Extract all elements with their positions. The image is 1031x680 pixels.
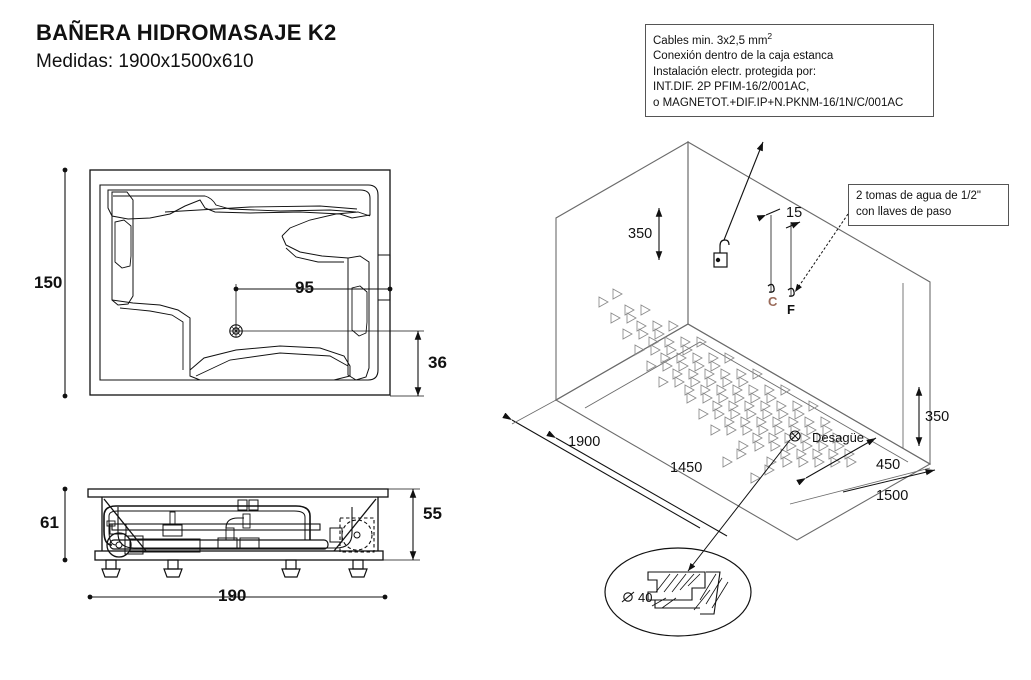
section-view-geometry — [87, 488, 389, 578]
water-supply-note: 2 tomas de agua de 1/2" con llaves de pa… — [848, 184, 1009, 226]
note-line: Instalación electr. protegida por: — [653, 65, 817, 78]
plan-drain-symbol — [229, 324, 243, 338]
page-subtitle: Medidas: 1900x1500x610 — [36, 51, 254, 73]
note-line: INT.DIF. 2P PFIM-16/2/001AC, — [653, 81, 810, 94]
iso-dim-350-right: 350 — [925, 409, 950, 425]
plan-dim-150: 150 — [34, 273, 63, 292]
detail-diameter-value: 40 — [638, 590, 653, 605]
iso-dim-1450: 1450 — [670, 460, 703, 476]
iso-label-tap-cold: F — [787, 302, 795, 317]
iso-dim-lines — [502, 399, 936, 537]
iso-drain-marker — [789, 430, 801, 442]
page-title: BAÑERA HIDROMASAJE K2 — [36, 20, 337, 45]
title-block: BAÑERA HIDROMASAJE K2 Medidas: 1900x1500… — [36, 20, 476, 73]
note-line: con llaves de paso — [856, 205, 952, 218]
section-dim-190: 190 — [218, 586, 247, 605]
note-line: Cables min. 3x2,5 mm2 — [653, 31, 773, 47]
leader-to-water-note — [794, 213, 849, 293]
section-dimension-lines — [62, 486, 420, 600]
isometric-junction-box — [713, 239, 730, 268]
isometric-water-taps — [767, 215, 795, 297]
plan-dimension-lines — [62, 167, 424, 399]
iso-label-tap-hot: C — [768, 294, 778, 309]
plan-dim-36: 36 — [428, 353, 447, 372]
plan-view-geometry — [89, 169, 391, 396]
section-dim-55: 55 — [423, 504, 442, 523]
electrical-specification-note: Cables min. 3x2,5 mm2 Conexión dentro de… — [645, 24, 934, 118]
iso-dim-15: 15 — [786, 205, 803, 221]
iso-label-desague: Desagüe — [812, 430, 865, 445]
iso-dim-1500: 1500 — [876, 488, 909, 504]
isometric-tile-pattern — [598, 288, 857, 484]
plan-dim-95: 95 — [295, 278, 314, 297]
leader-to-drain-detail — [687, 439, 791, 572]
note-line: 2 tomas de agua de 1/2" — [856, 190, 981, 202]
note-line: o MAGNETOT.+DIF.IP+N.PKNM-16/1N/C/001AC — [653, 96, 904, 109]
note-line: Conexión dentro de la caja estanca — [653, 50, 834, 63]
leader-to-electrical-note — [723, 141, 764, 241]
iso-dim-350-right — [902, 283, 923, 448]
iso-dim-450: 450 — [876, 457, 901, 473]
drain-detail-bubble — [604, 547, 752, 637]
superscript-two: 2 — [767, 31, 773, 41]
iso-dim-350-left: 350 — [628, 226, 653, 242]
section-dim-61: 61 — [40, 513, 59, 532]
iso-dim-1900: 1900 — [568, 434, 601, 450]
